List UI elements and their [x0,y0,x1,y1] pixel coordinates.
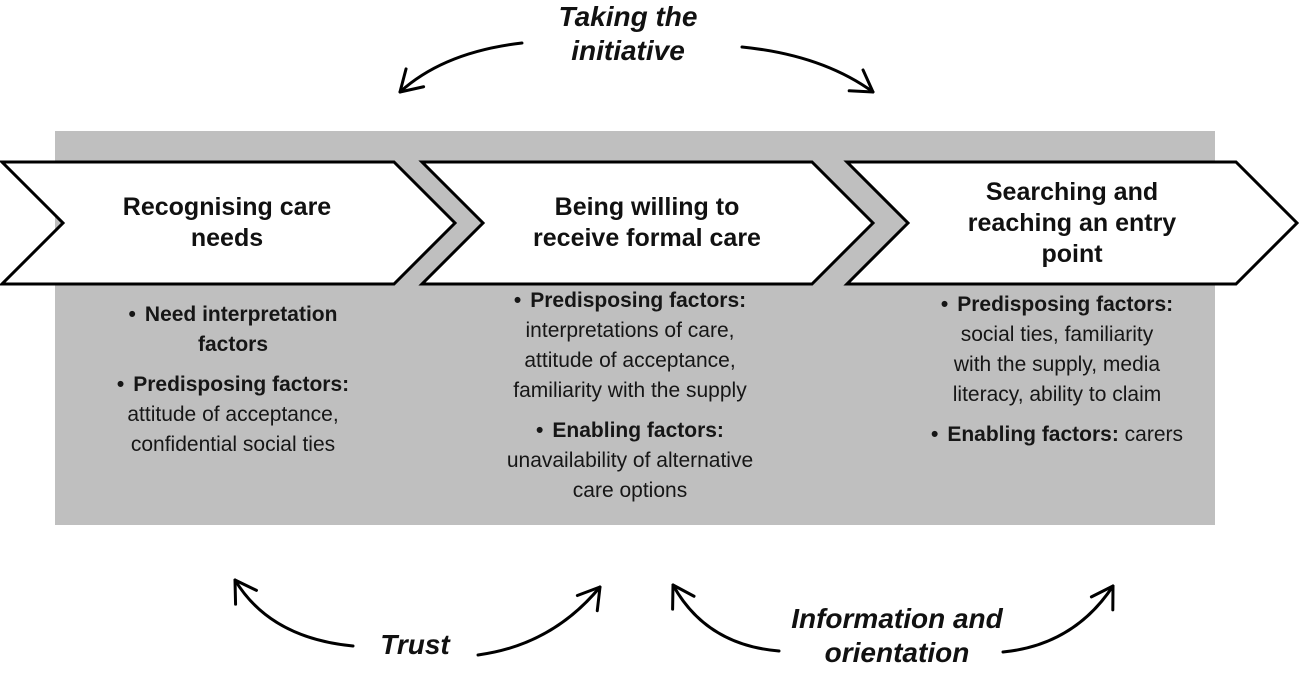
bullet-label: Predisposing factors: [530,289,747,312]
stage-3-bullets: • Predisposing factors: social ties, fami… [892,290,1222,460]
bullet-marker: • [116,373,125,396]
bullet-marker: • [513,289,522,312]
bullet-text: social ties, familiarity with the supply… [952,323,1162,406]
bullet-marker: • [536,419,544,442]
bottom-label-trust: Trust [380,629,450,660]
bottom-label-information-orientation: Information and orientation [791,603,1003,668]
bullet-label: Enabling factors: [947,423,1119,446]
bullet-item: • Predisposing factors: attitude of accep… [68,370,398,460]
bullet-item: • Enabling factors: unavailability of alt… [465,416,795,506]
stage-3-title: Searching and reaching an entry point [967,177,1177,268]
bullet-text: attitude of acceptance, confidential soc… [127,403,339,456]
bullet-marker: • [940,293,949,316]
top-label-taking-initiative: Taking the initiative [558,1,698,66]
bullet-text: unavailability of alternative care optio… [506,449,754,502]
bullet-item: • Predisposing factors: social ties, fami… [892,290,1222,410]
bullet-item: • Need interpretation factors [68,300,398,360]
bullet-text: interpretations of care, attitude of acc… [513,319,747,402]
stage-1-title: Recognising care needs [122,193,332,252]
stage-2-title: Being willing to receive formal care [533,193,761,252]
bullet-marker: • [128,303,136,326]
bullet-item: • Predisposing factors: interpretations o… [465,286,795,406]
bullet-label: Predisposing factors: [133,373,350,396]
bullet-text: carers [1118,423,1184,446]
bullet-label: Predisposing factors: [957,293,1174,316]
bullet-label: Need interpretation factors [144,303,338,356]
bullet-label: Enabling factors: [552,419,724,442]
stage-2-bullets: • Predisposing factors: interpretations o… [465,286,795,516]
stage-1-bullets: • Need interpretation factors • Predisposi… [68,300,398,470]
bullet-marker: • [930,423,939,446]
bullet-item: • Enabling factors: carers [892,420,1222,450]
